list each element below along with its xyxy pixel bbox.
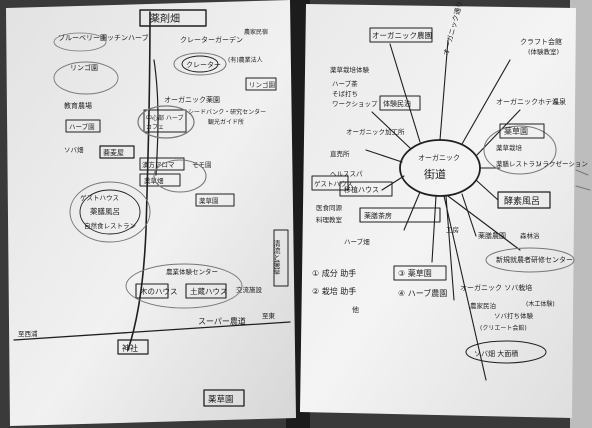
left-sobaya: 蕎麦屋 <box>103 148 124 157</box>
right-ishoku: 移植ハウス <box>344 185 379 194</box>
right-relax: リラクゼーション <box>536 159 588 168</box>
left-ryokou: 観光ガイド所 <box>208 118 244 126</box>
left-hub: 中心部 ハーブ <box>146 114 184 122</box>
right-tea-room: 薬膳茶房 <box>364 211 392 220</box>
right-kaisoku: 医食同源 <box>316 203 343 212</box>
right-yakuzen-en: 薬膳農園 <box>478 231 506 240</box>
right-guesthouse: ゲストハウス <box>314 179 353 188</box>
left-yakusou: 薬草畑 <box>144 176 164 185</box>
left-bottom-box: 薬草園 <box>208 394 234 405</box>
left-crater-garden: クレーターガーデン <box>180 35 243 44</box>
right-list-2: ② 栽培 助手 <box>312 286 356 296</box>
right-retail: 直売所 <box>330 149 350 158</box>
right-forest: 森林浴 <box>520 231 540 240</box>
left-vertical-note: 清流と薬草 <box>273 239 281 276</box>
right-list-4: ④ ハーブ農園 <box>398 288 447 298</box>
right-kami-soba: そば打ち <box>332 89 358 98</box>
hub-top: オーガニック <box>418 153 460 162</box>
right-herb-tea: ハーブ茶 <box>332 79 358 88</box>
right-rai: 農家民泊 <box>470 301 496 310</box>
right-soba-field: ソバ畑 大面積 <box>474 349 518 358</box>
left-top-box-label: 薬剤畑 <box>150 12 180 25</box>
left-momo: モモ園 <box>192 161 212 169</box>
left-right-box: 薬草園 <box>199 196 219 205</box>
left-guesthouse: ゲストハウス <box>80 193 119 202</box>
right-yakuzen-furo: 酵素風呂 <box>504 195 540 207</box>
right-yakusou-en: 薬草園 <box>504 126 528 136</box>
left-crater: クレーター <box>186 60 221 69</box>
left-soba-farm: ソバ畑 <box>64 146 84 154</box>
left-kihouse: 木のハウス <box>140 286 178 296</box>
left-inn: 農家民宿 <box>244 28 268 36</box>
right-herb-row: ハーブ畑 <box>344 237 370 246</box>
left-paper <box>6 0 296 426</box>
left-cafe: カフェ <box>146 124 164 131</box>
right-kaiso-sub: 料理教室 <box>316 215 343 224</box>
left-sheet: 薬剤畑 ブルーベリー園 キッチンハーブ クレーターガーデン 農家民宿 クレーター… <box>6 0 296 426</box>
right-list-1: ① 成分 助手 <box>312 268 356 278</box>
left-doma-house: 土蔵ハウス <box>190 286 228 296</box>
right-rai-note: (クリエート会館) <box>480 324 527 332</box>
right-sheet: オーガニック 街道 オーガニック農園 オーガニック通り クラフト会館 (体験教室… <box>300 0 588 418</box>
left-east-arrow: 至東 <box>262 311 276 320</box>
right-paper <box>300 4 576 418</box>
right-list-note: 他 <box>352 305 359 314</box>
left-organic-yakuen: オーガニック薬園 <box>164 95 220 104</box>
left-super: スーパー農道 <box>198 316 246 326</box>
hub-main: 街道 <box>424 167 446 181</box>
right-list-3: ③ 薬草園 <box>398 268 432 278</box>
left-kouryuu: 交流施設 <box>236 285 263 294</box>
right-organic-garden: オーガニック農園 <box>372 30 432 40</box>
left-apple-garden: リンゴ園 <box>70 63 98 72</box>
right-rai-sub: ソバ打ち体験 <box>494 311 534 320</box>
right-kobo: 工房 <box>446 225 459 234</box>
hub-spokes <box>365 39 521 381</box>
right-crafts-sub: (体験教室) <box>528 47 559 56</box>
left-company: (有)農業法人 <box>228 56 263 64</box>
right-crafts: クラフト会館 <box>520 37 562 46</box>
right-spa: ヘルススパ <box>330 170 363 178</box>
third-sheet-edge <box>570 0 592 428</box>
left-jinja: 神社 <box>122 343 138 353</box>
right-soba-rest: 薬膳レストラン <box>496 159 542 168</box>
right-organic-process: オーガニック加工所 <box>346 127 405 136</box>
right-organic-soba: オーガニック ソバ栽培 <box>460 283 532 292</box>
left-yakuzen-furo: 薬膳風呂 <box>90 206 120 216</box>
left-kitchen-herb: キッチンハーブ <box>100 33 149 42</box>
right-research: 新規就農者研修センター <box>496 255 573 264</box>
left-blueberry: ブルーベリー園 <box>58 33 107 42</box>
left-west-arrow: 至西浦 <box>18 329 38 338</box>
right-kaizou: (木工体験) <box>526 300 555 308</box>
left-kampo-aroma: 漢方アロマ <box>142 160 175 169</box>
left-shop-center: 農業体験センター <box>166 267 218 276</box>
right-organic-hotel: オーガニックホテル <box>496 97 559 106</box>
left-educational-farm: 教育農場 <box>64 101 92 110</box>
left-seed-center: シードバンク・研究センター <box>188 108 266 116</box>
left-herb-garden-b: ハーブ園 <box>69 122 95 131</box>
right-onsen: 温泉 <box>552 97 566 106</box>
right-herb-exp: 薬草栽培体験 <box>330 65 370 74</box>
third-sheet <box>575 169 591 191</box>
right-lodging: 体験民泊 <box>383 99 411 108</box>
left-ringo-box: リンゴ園 <box>249 80 275 89</box>
left-restaurant: 自然食レストラン <box>84 221 136 230</box>
right-yakusou-kosaku: 薬草栽培 <box>496 143 523 152</box>
right-tapping: ワークショップ <box>332 100 378 108</box>
